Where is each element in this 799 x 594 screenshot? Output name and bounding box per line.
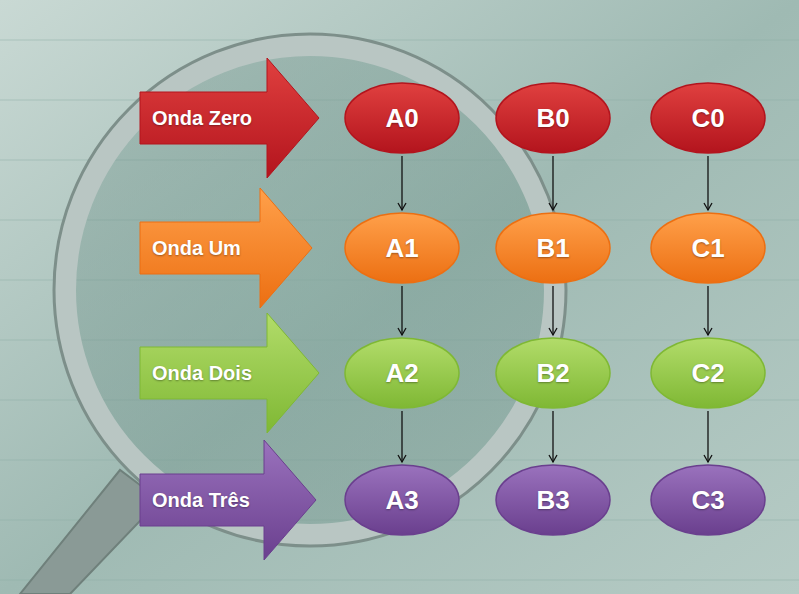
flow-arrow	[552, 286, 553, 335]
wave-arrow: Onda Zero	[140, 58, 319, 178]
wave-ellipse: B0	[495, 82, 611, 154]
flow-arrow	[707, 286, 708, 335]
wave-arrow: Onda Um	[140, 188, 312, 308]
node-label: A1	[385, 233, 418, 264]
node-label: A0	[385, 103, 418, 134]
wave-ellipse: B1	[495, 212, 611, 284]
node-label: C2	[691, 358, 724, 389]
wave-ellipse: C1	[650, 212, 766, 284]
wave-ellipse: B3	[495, 464, 611, 536]
wave-ellipse: A2	[344, 337, 460, 409]
node-label: A3	[385, 485, 418, 516]
node-label: A2	[385, 358, 418, 389]
flow-arrow	[552, 411, 553, 462]
flow-arrow	[401, 286, 402, 335]
flow-arrow	[707, 156, 708, 210]
node-label: B1	[536, 233, 569, 264]
wave-ellipse: C3	[650, 464, 766, 536]
wave-label: Onda Zero	[140, 107, 252, 130]
wave-ellipse: A3	[344, 464, 460, 536]
node-label: C3	[691, 485, 724, 516]
wave-arrow: Onda Dois	[140, 313, 319, 433]
wave-arrow: Onda Três	[140, 440, 316, 560]
wave-ellipse: A1	[344, 212, 460, 284]
node-label: B3	[536, 485, 569, 516]
node-label: B0	[536, 103, 569, 134]
wave-ellipse: C2	[650, 337, 766, 409]
wave-ellipse: B2	[495, 337, 611, 409]
wave-ellipse: A0	[344, 82, 460, 154]
wave-ellipse: C0	[650, 82, 766, 154]
wave-label: Onda Três	[140, 489, 250, 512]
flow-arrow	[401, 411, 402, 462]
node-label: C1	[691, 233, 724, 264]
wave-label: Onda Dois	[140, 362, 252, 385]
node-label: B2	[536, 358, 569, 389]
wave-label: Onda Um	[140, 237, 241, 260]
flow-arrow	[707, 411, 708, 462]
node-label: C0	[691, 103, 724, 134]
flow-arrow	[401, 156, 402, 210]
flow-arrow	[552, 156, 553, 210]
